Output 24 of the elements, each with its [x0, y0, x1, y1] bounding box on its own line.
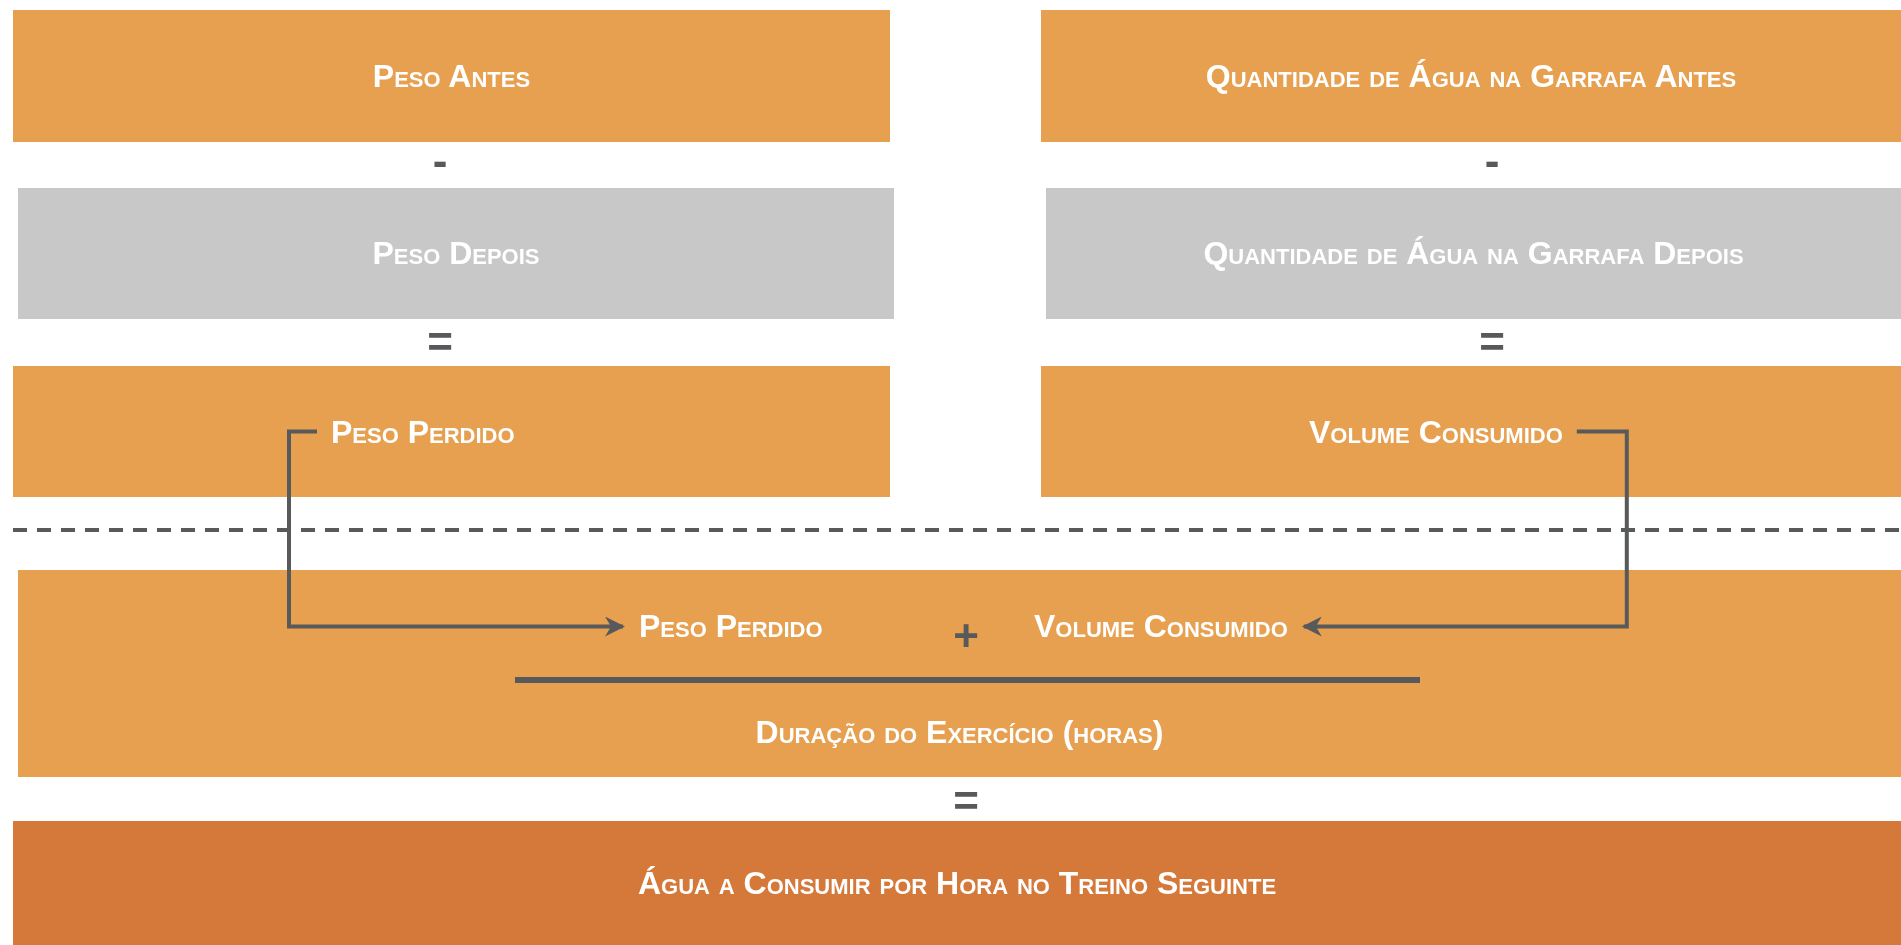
operator-sign: =	[953, 779, 979, 823]
formula-box	[18, 188, 894, 319]
formula-box	[13, 821, 1901, 945]
formula-box	[1041, 366, 1901, 497]
arrow	[1301, 429, 1629, 637]
formula-box	[13, 366, 890, 497]
formula-box	[18, 570, 1901, 777]
formula-box	[13, 10, 890, 142]
operator-sign: -	[432, 139, 448, 183]
term-label: Volume Consumido	[1309, 413, 1563, 450]
term-label: Peso Antes	[372, 57, 531, 95]
formula-box	[1041, 10, 1901, 142]
operator-sign: =	[427, 320, 453, 364]
operator-sign: =	[1479, 320, 1505, 364]
term-label: Volume Consumido	[1034, 608, 1288, 645]
operator-sign: -	[1484, 139, 1500, 183]
term-label: Peso Perdido	[331, 413, 515, 450]
term-label: Peso Perdido	[639, 608, 823, 645]
operator-sign: +	[953, 614, 979, 658]
term-label: Água a Consumir por Hora no Treino Seguinte	[637, 864, 1277, 902]
arrow	[287, 429, 625, 637]
term-label: Duração do Exercício (horas)	[755, 713, 1164, 751]
term-label: Quantidade de Água na Garrafa Antes	[1205, 57, 1737, 95]
formula-box	[1046, 188, 1901, 319]
